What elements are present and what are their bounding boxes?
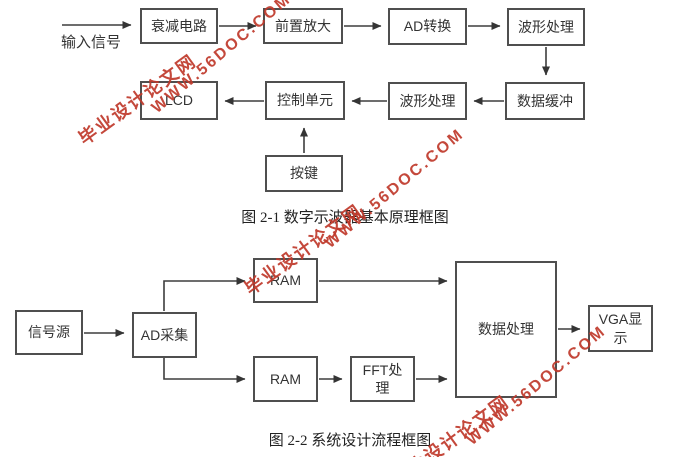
block-waveform-processing-top: 波形处理 xyxy=(507,8,585,46)
block-keys: 按键 xyxy=(265,155,343,192)
arrow-adsample-to-ramtop xyxy=(163,277,246,311)
block-data-buffer: 数据缓冲 xyxy=(505,82,585,120)
block-ram-top: RAM xyxy=(253,258,318,303)
block-vga-display: VGA显示 xyxy=(588,305,653,352)
input-signal-label: 输入信号 xyxy=(61,34,122,51)
block-lcd: LCD xyxy=(140,81,218,120)
block-fft-processing: FFT处理 xyxy=(350,356,415,402)
block-waveform-processing-bottom: 波形处理 xyxy=(388,82,467,120)
block-ad-sampling: AD采集 xyxy=(132,312,197,358)
block-data-processing: 数据处理 xyxy=(455,261,557,398)
arrow-adsample-to-rambottom xyxy=(163,358,246,383)
block-attenuation-circuit: 衰减电路 xyxy=(140,8,218,44)
figure-2-2-caption: 图 2-2 系统设计流程框图 xyxy=(268,433,432,449)
block-ram-bottom: RAM xyxy=(253,356,318,402)
figure-2-1-caption: 图 2-1 数字示波器基本原理框图 xyxy=(241,210,449,226)
block-ad-converter: AD转换 xyxy=(388,8,467,45)
block-preamplifier: 前置放大 xyxy=(263,8,343,44)
block-signal-source: 信号源 xyxy=(15,310,83,355)
block-control-unit: 控制单元 xyxy=(265,81,345,120)
